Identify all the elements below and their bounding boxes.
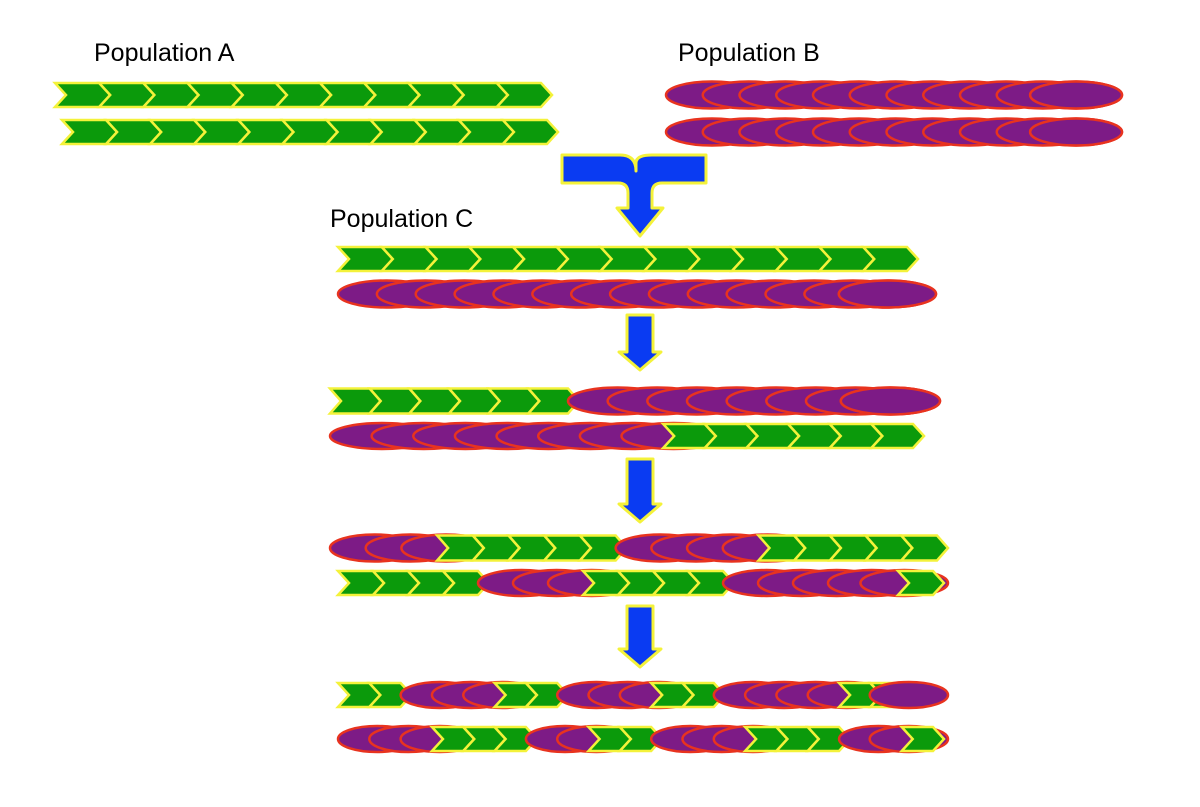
population-a-strand-1 <box>52 81 554 109</box>
green-chevron-segment <box>679 681 727 709</box>
population-c-label: Population C <box>330 205 474 233</box>
population-c-f1-strand-1 <box>335 245 920 273</box>
green-chevron-segment <box>523 681 570 709</box>
green-chevron-segment <box>525 387 581 415</box>
population-b-strand-1 <box>664 80 1124 110</box>
generation-4-strand-1 <box>335 680 950 710</box>
green-chevron-segment <box>898 534 950 562</box>
green-chevron-segment <box>868 422 926 450</box>
green-chevron-segment <box>366 681 414 709</box>
green-chevron-segment <box>500 118 560 146</box>
down-arrow-1 <box>617 313 663 372</box>
population-b-strand-2 <box>664 117 1124 147</box>
green-chevron-segment <box>685 569 736 597</box>
purple-ellipse-segment <box>868 680 950 710</box>
population-a-label: Population A <box>94 39 235 67</box>
green-chevron-segment <box>617 725 664 753</box>
purple-ellipse-segment <box>839 386 942 416</box>
generation-2-strand-1 <box>327 386 942 416</box>
generation-4-strand-2 <box>336 724 950 754</box>
green-chevron-segment <box>860 245 920 273</box>
green-chevron-segment <box>804 725 852 753</box>
population-b-label: Population B <box>678 39 820 67</box>
population-c-f1-strand-2 <box>336 279 938 309</box>
green-chevron-segment <box>895 569 946 597</box>
green-chevron-segment <box>577 534 629 562</box>
generation-2-strand-2 <box>328 421 926 451</box>
merge-arrow <box>560 153 708 238</box>
green-chevron-segment <box>493 81 554 109</box>
generation-3-strand-1 <box>328 533 950 563</box>
population-a-strand-2 <box>59 118 560 146</box>
green-chevron-segment <box>440 569 491 597</box>
down-arrow-3 <box>617 604 663 669</box>
generation-3-strand-2 <box>335 568 950 598</box>
green-chevron-segment <box>898 725 946 753</box>
down-arrow-2 <box>617 457 663 524</box>
green-chevron-segment <box>491 725 539 753</box>
purple-ellipse-segment <box>1028 80 1124 110</box>
purple-ellipse-segment <box>837 279 938 309</box>
purple-ellipse-segment <box>1028 117 1124 147</box>
